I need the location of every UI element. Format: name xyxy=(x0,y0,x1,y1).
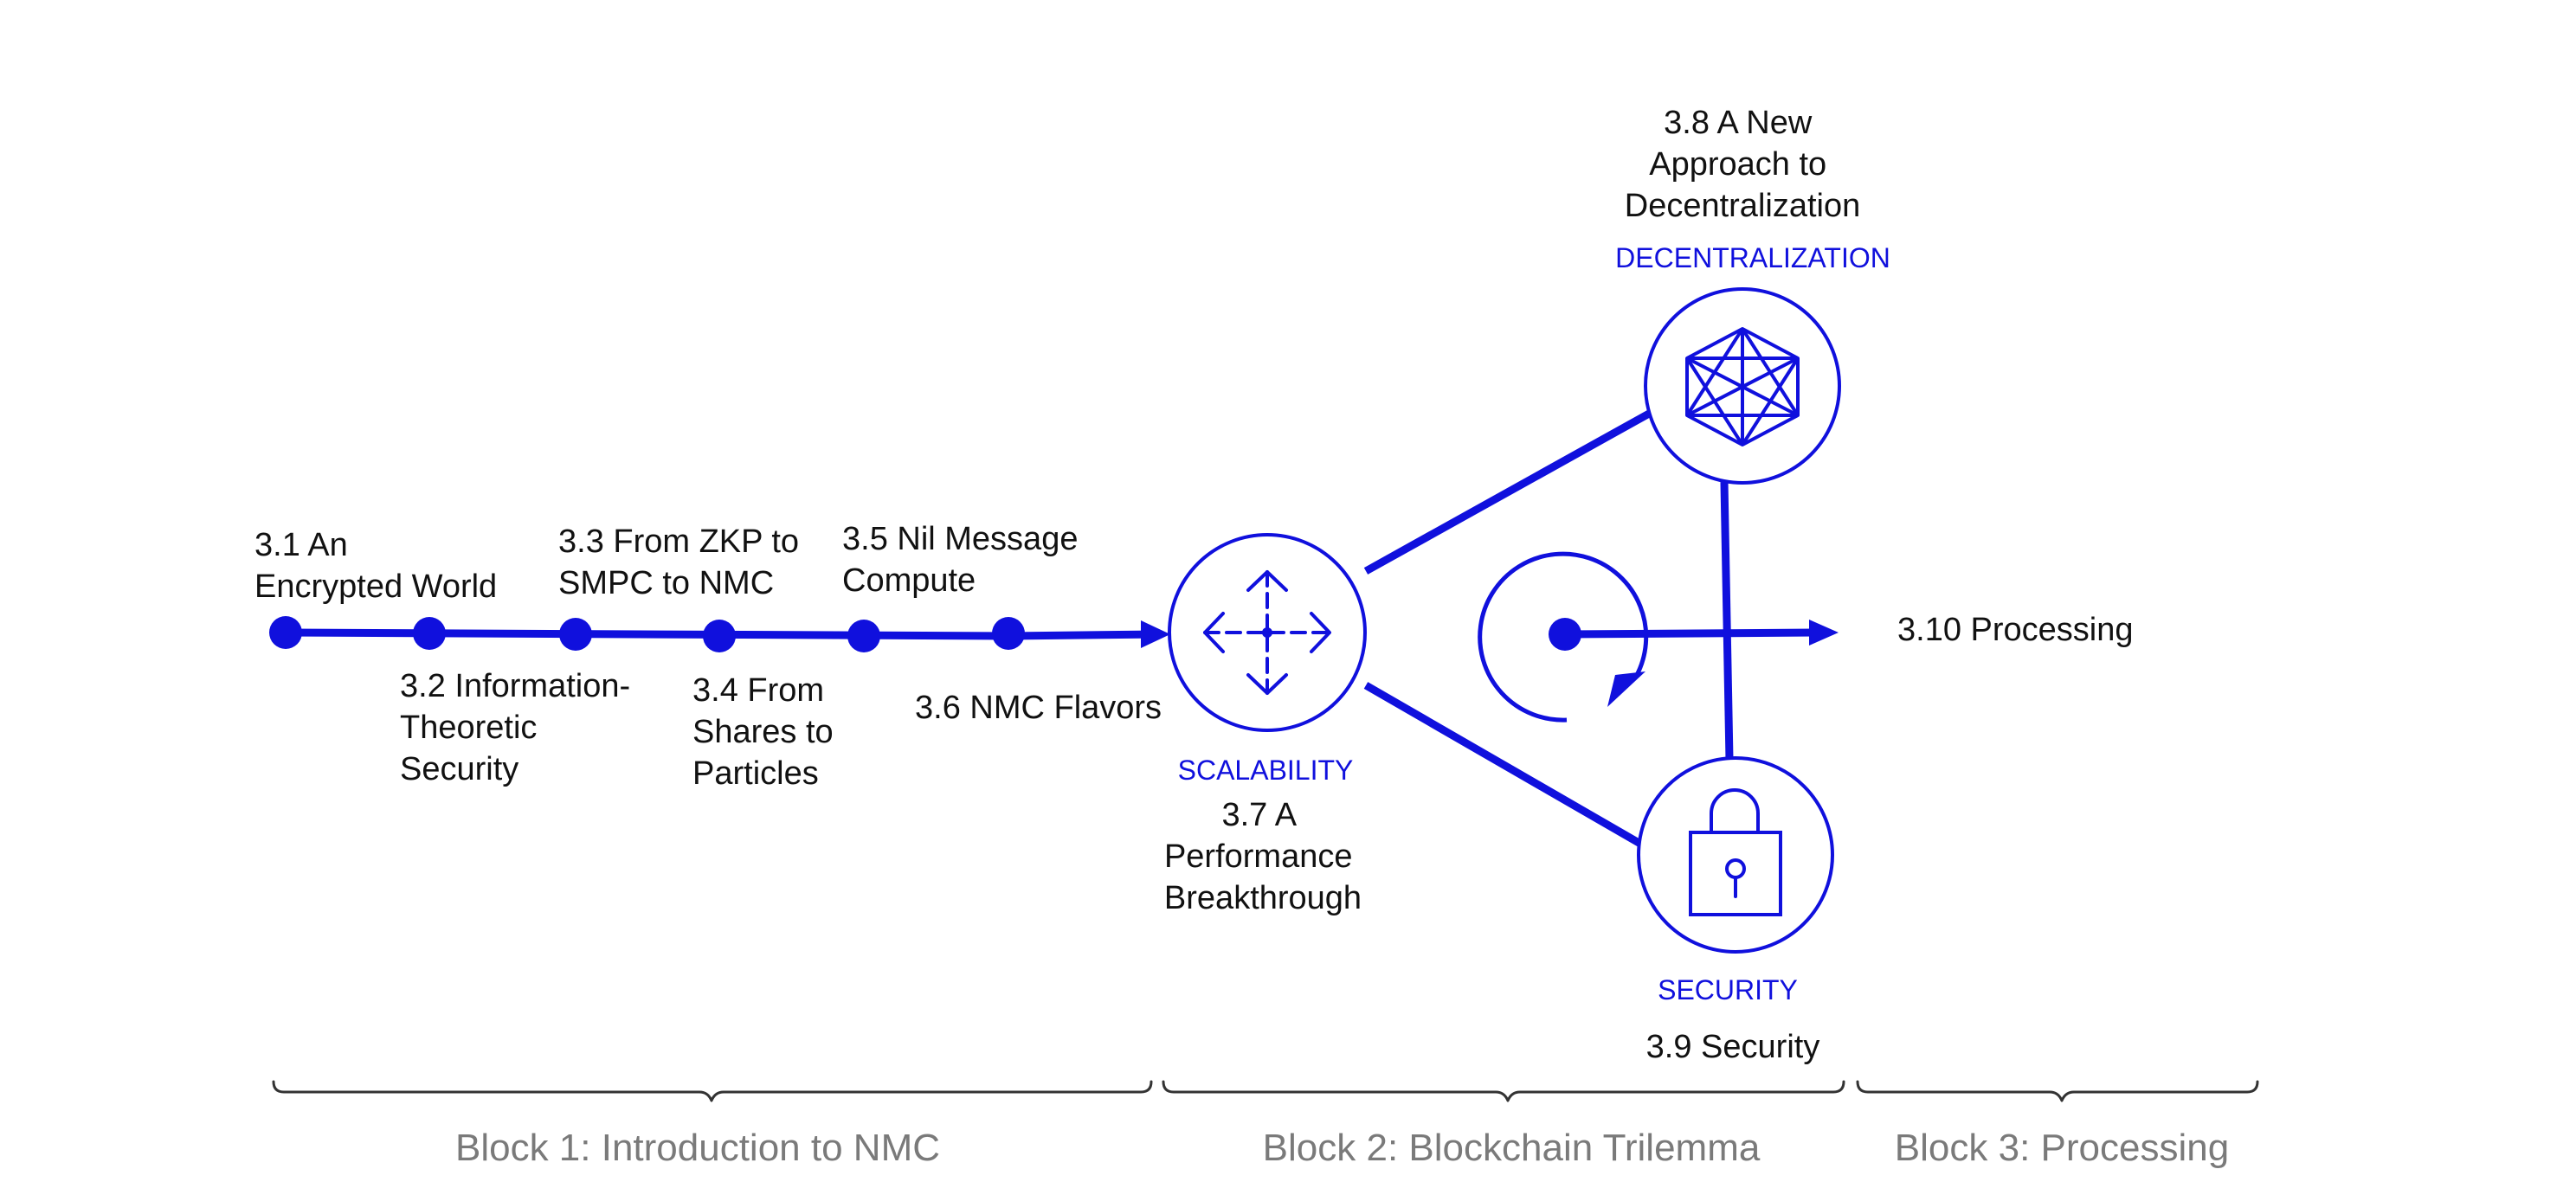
step-label-3-1: 3.1 An Encrypted World xyxy=(254,527,497,605)
scalability-node xyxy=(1168,533,1367,732)
processing-arrowhead xyxy=(1809,620,1839,646)
timeline-dot-3-4 xyxy=(703,620,736,652)
bracket-block-3 xyxy=(1856,1080,2259,1102)
block-brackets xyxy=(272,1080,2259,1102)
edge-scalability-security xyxy=(1363,682,1643,847)
block-3-label: Block 3: Processing xyxy=(1895,1127,2229,1169)
edge-decentralization-security xyxy=(1720,481,1734,761)
trilemma-edges xyxy=(1363,410,1734,847)
bracket-block-1 xyxy=(272,1080,1153,1102)
scalability-caption: 3.7 A Performance Breakthrough xyxy=(1164,797,1362,916)
processing-group xyxy=(1478,551,1839,723)
step-label-3-4: 3.4 From Shares to Particles xyxy=(692,672,842,792)
rotate-arrowhead xyxy=(1607,671,1645,707)
decentralization-caption: 3.8 A New Approach to Decentralization xyxy=(1625,105,1860,224)
block-2-label: Block 2: Blockchain Trilemma xyxy=(1263,1127,1761,1169)
timeline-arrowhead xyxy=(1141,620,1170,648)
padlock-icon xyxy=(1689,788,1782,916)
step-label-3-2: 3.2 Information- Theoretic Security xyxy=(400,668,640,787)
security-node xyxy=(1637,756,1834,954)
decentralization-tag: DECENTRALIZATION xyxy=(1615,242,1890,273)
move-arrows-icon xyxy=(1203,570,1331,695)
processing-line xyxy=(1564,628,1817,639)
decentralization-node xyxy=(1644,287,1841,485)
scalability-tag: SCALABILITY xyxy=(1178,755,1354,786)
security-tag: SECURITY xyxy=(1658,974,1798,1005)
bracket-block-2 xyxy=(1162,1080,1845,1102)
step-label-3-6: 3.6 NMC Flavors xyxy=(915,690,1162,726)
network-hexagon-icon xyxy=(1685,327,1800,446)
step-label-3-3: 3.3 From ZKP to SMPC to NMC xyxy=(558,524,808,601)
timeline-dot-3-6 xyxy=(992,617,1025,650)
timeline-dot-3-3 xyxy=(559,618,592,651)
security-circle xyxy=(1637,756,1834,954)
timeline xyxy=(269,616,1170,652)
processing-label: 3.10 Processing xyxy=(1897,612,2134,648)
timeline-dot-3-2 xyxy=(413,617,446,650)
block-1-label: Block 1: Introduction to NMC xyxy=(455,1127,940,1169)
security-caption: 3.9 Security xyxy=(1646,1029,1820,1065)
edge-scalability-decentralization xyxy=(1363,410,1652,575)
step-label-3-5: 3.5 Nil Message Compute xyxy=(842,521,1087,599)
rotate-arrow-icon xyxy=(1478,551,1649,723)
timeline-dot-3-1 xyxy=(269,616,302,649)
timeline-dot-3-5 xyxy=(847,620,880,652)
